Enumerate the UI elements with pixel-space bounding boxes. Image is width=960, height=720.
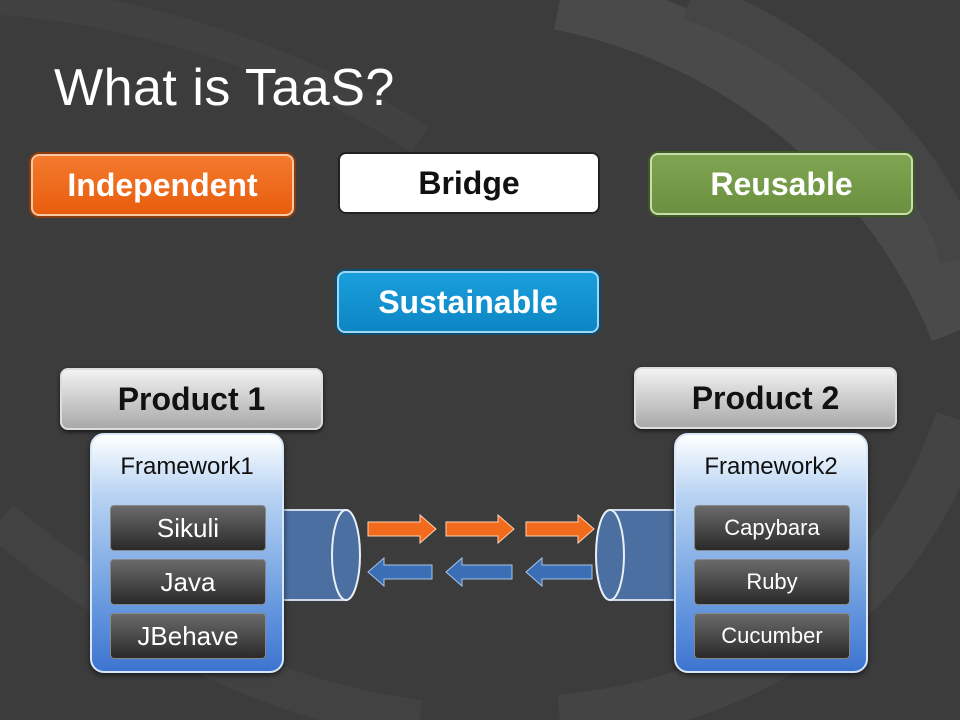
right-pipe [595, 509, 678, 601]
tool-sikuli: Sikuli [110, 505, 266, 551]
tool-capybara: Capybara [694, 505, 850, 551]
product-2-header: Product 2 [634, 367, 897, 429]
right-arrows [367, 513, 595, 545]
framework-1-label: Framework1 [120, 453, 254, 480]
slide-title: What is TaaS? [54, 59, 395, 117]
framework-1-panel: Framework1 Sikuli Java JBehave [90, 433, 284, 673]
bridge-label: Bridge [338, 152, 600, 214]
tool-jbehave: JBehave [110, 613, 266, 659]
tool-ruby: Ruby [694, 559, 850, 605]
tool-java: Java [110, 559, 266, 605]
tool-cucumber: Cucumber [694, 613, 850, 659]
framework-2-panel: Framework2 Capybara Ruby Cucumber [674, 433, 868, 673]
framework-2-label: Framework2 [704, 453, 838, 480]
sustainable-label: Sustainable [337, 271, 599, 333]
left-pipe [282, 509, 361, 601]
product-1-header: Product 1 [60, 368, 323, 430]
reusable-label: Reusable [650, 153, 913, 215]
left-arrows [367, 556, 593, 588]
independent-label: Independent [31, 154, 294, 216]
